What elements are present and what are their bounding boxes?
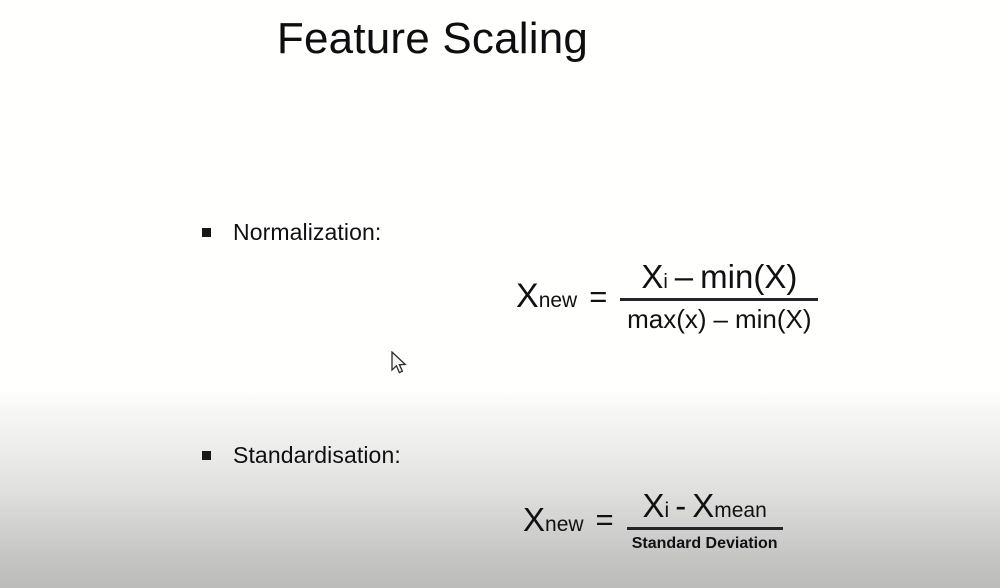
numerator-term2-subscript: mean — [714, 499, 767, 522]
numerator-term1-subscript: i — [664, 499, 670, 522]
arrow-pointer-icon — [391, 351, 407, 374]
bullet-item-normalization: Normalization: — [202, 219, 381, 246]
denominator-term1: max(x) — [627, 304, 707, 334]
lhs-base: X — [516, 277, 539, 315]
page-title: Feature Scaling — [276, 14, 589, 63]
fraction-denominator: Standard Deviation — [631, 535, 778, 552]
numerator-term1-base: X — [642, 487, 665, 524]
denominator-term2: min(X) — [735, 304, 812, 334]
numerator-term1-subscript: i — [663, 271, 668, 293]
equals-sign: = — [595, 502, 614, 537]
bullet-item-label: Normalization: — [233, 219, 382, 245]
lhs-subscript: new — [538, 289, 578, 312]
square-bullet-icon — [202, 228, 211, 237]
fraction-bar — [626, 527, 783, 530]
bullet-item-standardisation: Standardisation: — [202, 442, 401, 469]
fraction-denominator: max(x) – min(X) — [623, 301, 815, 335]
lhs-subscript: new — [545, 513, 584, 536]
numerator-term2-base: X — [692, 487, 715, 524]
fraction-bar — [620, 298, 819, 301]
lhs-base: X — [523, 501, 546, 538]
bullet-item-label: Standardisation: — [233, 442, 401, 468]
numerator-term2: min(X) — [700, 258, 798, 295]
numerator-operator: - — [675, 487, 687, 524]
denominator-operator: – — [713, 304, 728, 334]
square-bullet-icon — [202, 451, 211, 460]
numerator-term1-base: X — [641, 258, 664, 295]
numerator-operator: – — [674, 258, 694, 295]
equals-sign: = — [589, 278, 608, 314]
